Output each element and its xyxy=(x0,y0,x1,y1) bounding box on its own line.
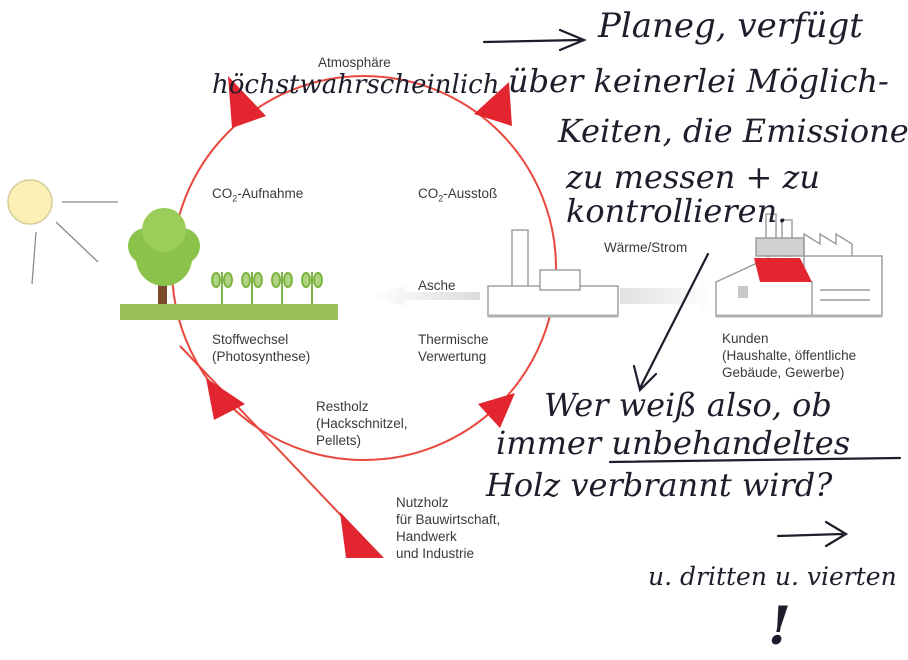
ground-strip xyxy=(120,304,338,320)
label-co2-emission: CO2-Ausstoß xyxy=(418,186,498,204)
house-icon xyxy=(715,257,882,318)
ash-arrow xyxy=(372,286,480,306)
arrowhead-atmosphere-left xyxy=(228,76,266,128)
handwritten-line-3: Keiten, die Emissionen xyxy=(558,112,908,150)
arrow-top-right xyxy=(482,28,587,52)
handwritten-line-9: u. dritten u. vierten xyxy=(648,562,897,591)
arrowhead-atmosphere-right xyxy=(474,82,512,126)
arrowhead-timber-1 xyxy=(206,378,245,420)
handwritten-line-7: immer unbehandeltes xyxy=(496,424,851,462)
arrowhead-restholz xyxy=(478,393,515,428)
label-ash: Asche xyxy=(418,278,456,293)
underline-unbehandeltes xyxy=(608,456,902,464)
heat-power-arrow xyxy=(620,280,716,312)
handwritten-line-5: kontrollieren. xyxy=(566,192,788,230)
label-heat-power: Wärme/Strom xyxy=(604,240,688,255)
handwritten-strokes xyxy=(482,28,902,548)
factory-icon xyxy=(755,213,883,317)
label-timber: Nutzholz für Bauwirtschaft, Handwerk und… xyxy=(396,495,501,561)
handwritten-line-2a: höchstwahrscheinlich xyxy=(212,70,500,100)
label-thermal: Thermische Verwertung xyxy=(418,332,489,364)
underlined-word: unbehandeltes xyxy=(611,424,851,462)
handwritten-line-2b: über keinerlei Möglich- xyxy=(508,62,889,100)
pointer-line-to-text xyxy=(632,252,710,393)
tree-icon xyxy=(128,208,200,304)
handwritten-line-1: Planeg, verfügt xyxy=(598,6,863,46)
label-co2-uptake: CO2-Aufnahme xyxy=(212,186,304,204)
handwritten-line-6: Wer weiß also, ob xyxy=(544,386,832,424)
crop-icon xyxy=(211,272,323,304)
label-customers: Kunden (Haushalte, öffentliche Gebäude, … xyxy=(722,331,857,380)
timber-branch-line xyxy=(179,345,373,549)
handwritten-exclamation: ! xyxy=(768,596,791,657)
power-plant-icon xyxy=(487,229,619,318)
label-residual-wood: Restholz (Hackschnitzel, Pellets) xyxy=(316,399,408,448)
label-metabolism: Stoffwechsel (Photosynthese) xyxy=(212,332,311,364)
sun-icon xyxy=(7,179,118,285)
label-atmosphere: Atmosphäre xyxy=(318,55,391,70)
arrow-bottom-right xyxy=(776,520,849,548)
handwritten-line-4: zu messen + zu xyxy=(566,158,820,196)
arrowhead-timber-2 xyxy=(340,512,384,558)
handwritten-line-8: Holz verbrannt wird? xyxy=(486,466,833,504)
